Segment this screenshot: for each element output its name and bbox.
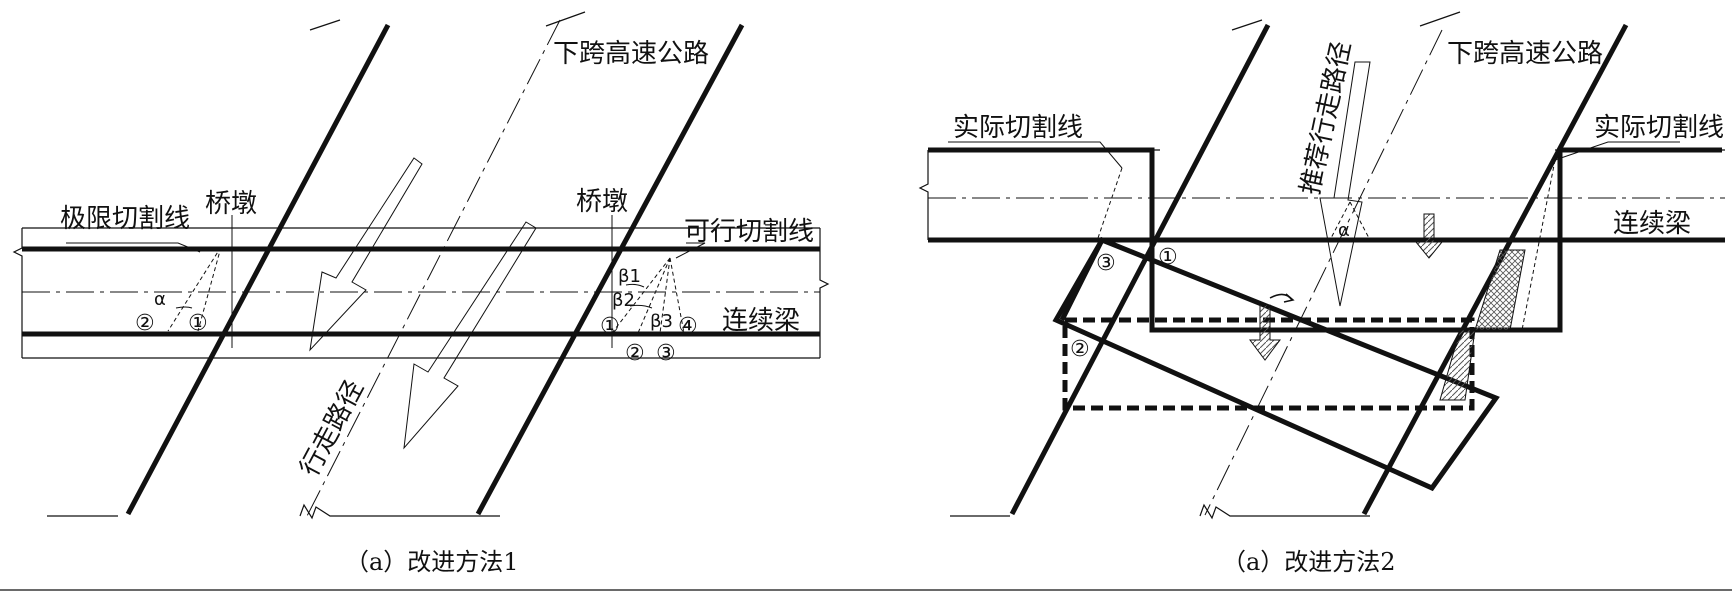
circle-3-right-a: ③ [656, 341, 676, 366]
beta3-label-a: β3 [650, 311, 673, 332]
circle-1-b: ① [1158, 245, 1178, 270]
alpha-label-a: α [154, 289, 166, 310]
recommended-path-arrow-b [1319, 61, 1371, 307]
highway-centerline-b [1204, 29, 1443, 516]
highway-centerline-a [304, 19, 561, 521]
dashed-beam-b [1062, 317, 1475, 411]
alpha-label-b: α [1338, 220, 1350, 241]
highway-outline-b [950, 11, 1461, 520]
actual-cut-outline-b [928, 147, 1722, 333]
highway-edges-a [125, 23, 745, 516]
highway-label-b: 下跨高速公路 [1447, 39, 1603, 69]
circle-1-right-a: ① [600, 314, 620, 339]
feasible-cut-label-a: 可行切割线 [684, 217, 814, 247]
caption-a: （a）改进方法1 [345, 548, 519, 576]
feasible-cut-lines-a [611, 242, 706, 334]
highway-label-a: 下跨高速公路 [553, 39, 709, 69]
small-arrow-1-b [1414, 213, 1444, 259]
limit-cut-label-a: 极限切割线 [60, 204, 190, 234]
recommended-path-label-b: 推荐行走路径 [1296, 39, 1358, 198]
beta1-label-a: β1 [618, 266, 641, 287]
beta2-label-a: β2 [612, 290, 635, 311]
limit-cut-lines-a [66, 242, 222, 332]
hatch-area-2-b [1439, 329, 1476, 401]
pier-left-label-a: 桥墩 [205, 189, 257, 219]
highway-outline-a [47, 11, 586, 520]
actual-cut-leaders-b [948, 141, 1680, 331]
actual-cut-left-label-b: 实际切割线 [953, 113, 1083, 143]
circle-2-left-a: ② [135, 311, 155, 336]
panel-b: 下跨高速公路 实际切割线 实际切割线 连续梁 推荐行走路径 α ③ ① ② （a… [918, 11, 1725, 576]
caption-b: （a）改进方法2 [1222, 548, 1396, 576]
pier-lines-a [231, 215, 613, 348]
circle-1-left-a: ① [188, 311, 208, 336]
beam-label-a: 连续梁 [722, 306, 800, 336]
circle-2-b: ② [1070, 337, 1090, 362]
circle-2-right-a: ② [625, 341, 645, 366]
circle-3-b: ③ [1096, 251, 1116, 276]
beam-edges-a [22, 246, 820, 337]
path-arrow-a2 [403, 221, 537, 450]
pier-right-label-a: 桥墩 [576, 187, 628, 217]
beam-label-b: 连续梁 [1613, 209, 1691, 239]
trapezoid-left-b [1059, 238, 1105, 322]
small-arrow-2-b [1249, 304, 1281, 361]
beam-outline-a [12, 227, 830, 359]
actual-cut-right-label-b: 实际切割线 [1594, 113, 1724, 143]
path-arrow-a1 [309, 157, 423, 352]
circle-4-right-a: ④ [678, 314, 698, 339]
panel-a: 下跨高速公路 桥墩 桥墩 极限切割线 可行切割线 连续梁 行走路径 α β1 β… [12, 11, 830, 576]
hatch-area-1-b [1474, 249, 1526, 331]
rotation-mark-b [1269, 293, 1295, 303]
rotated-beam-solid-b [1052, 236, 1500, 492]
